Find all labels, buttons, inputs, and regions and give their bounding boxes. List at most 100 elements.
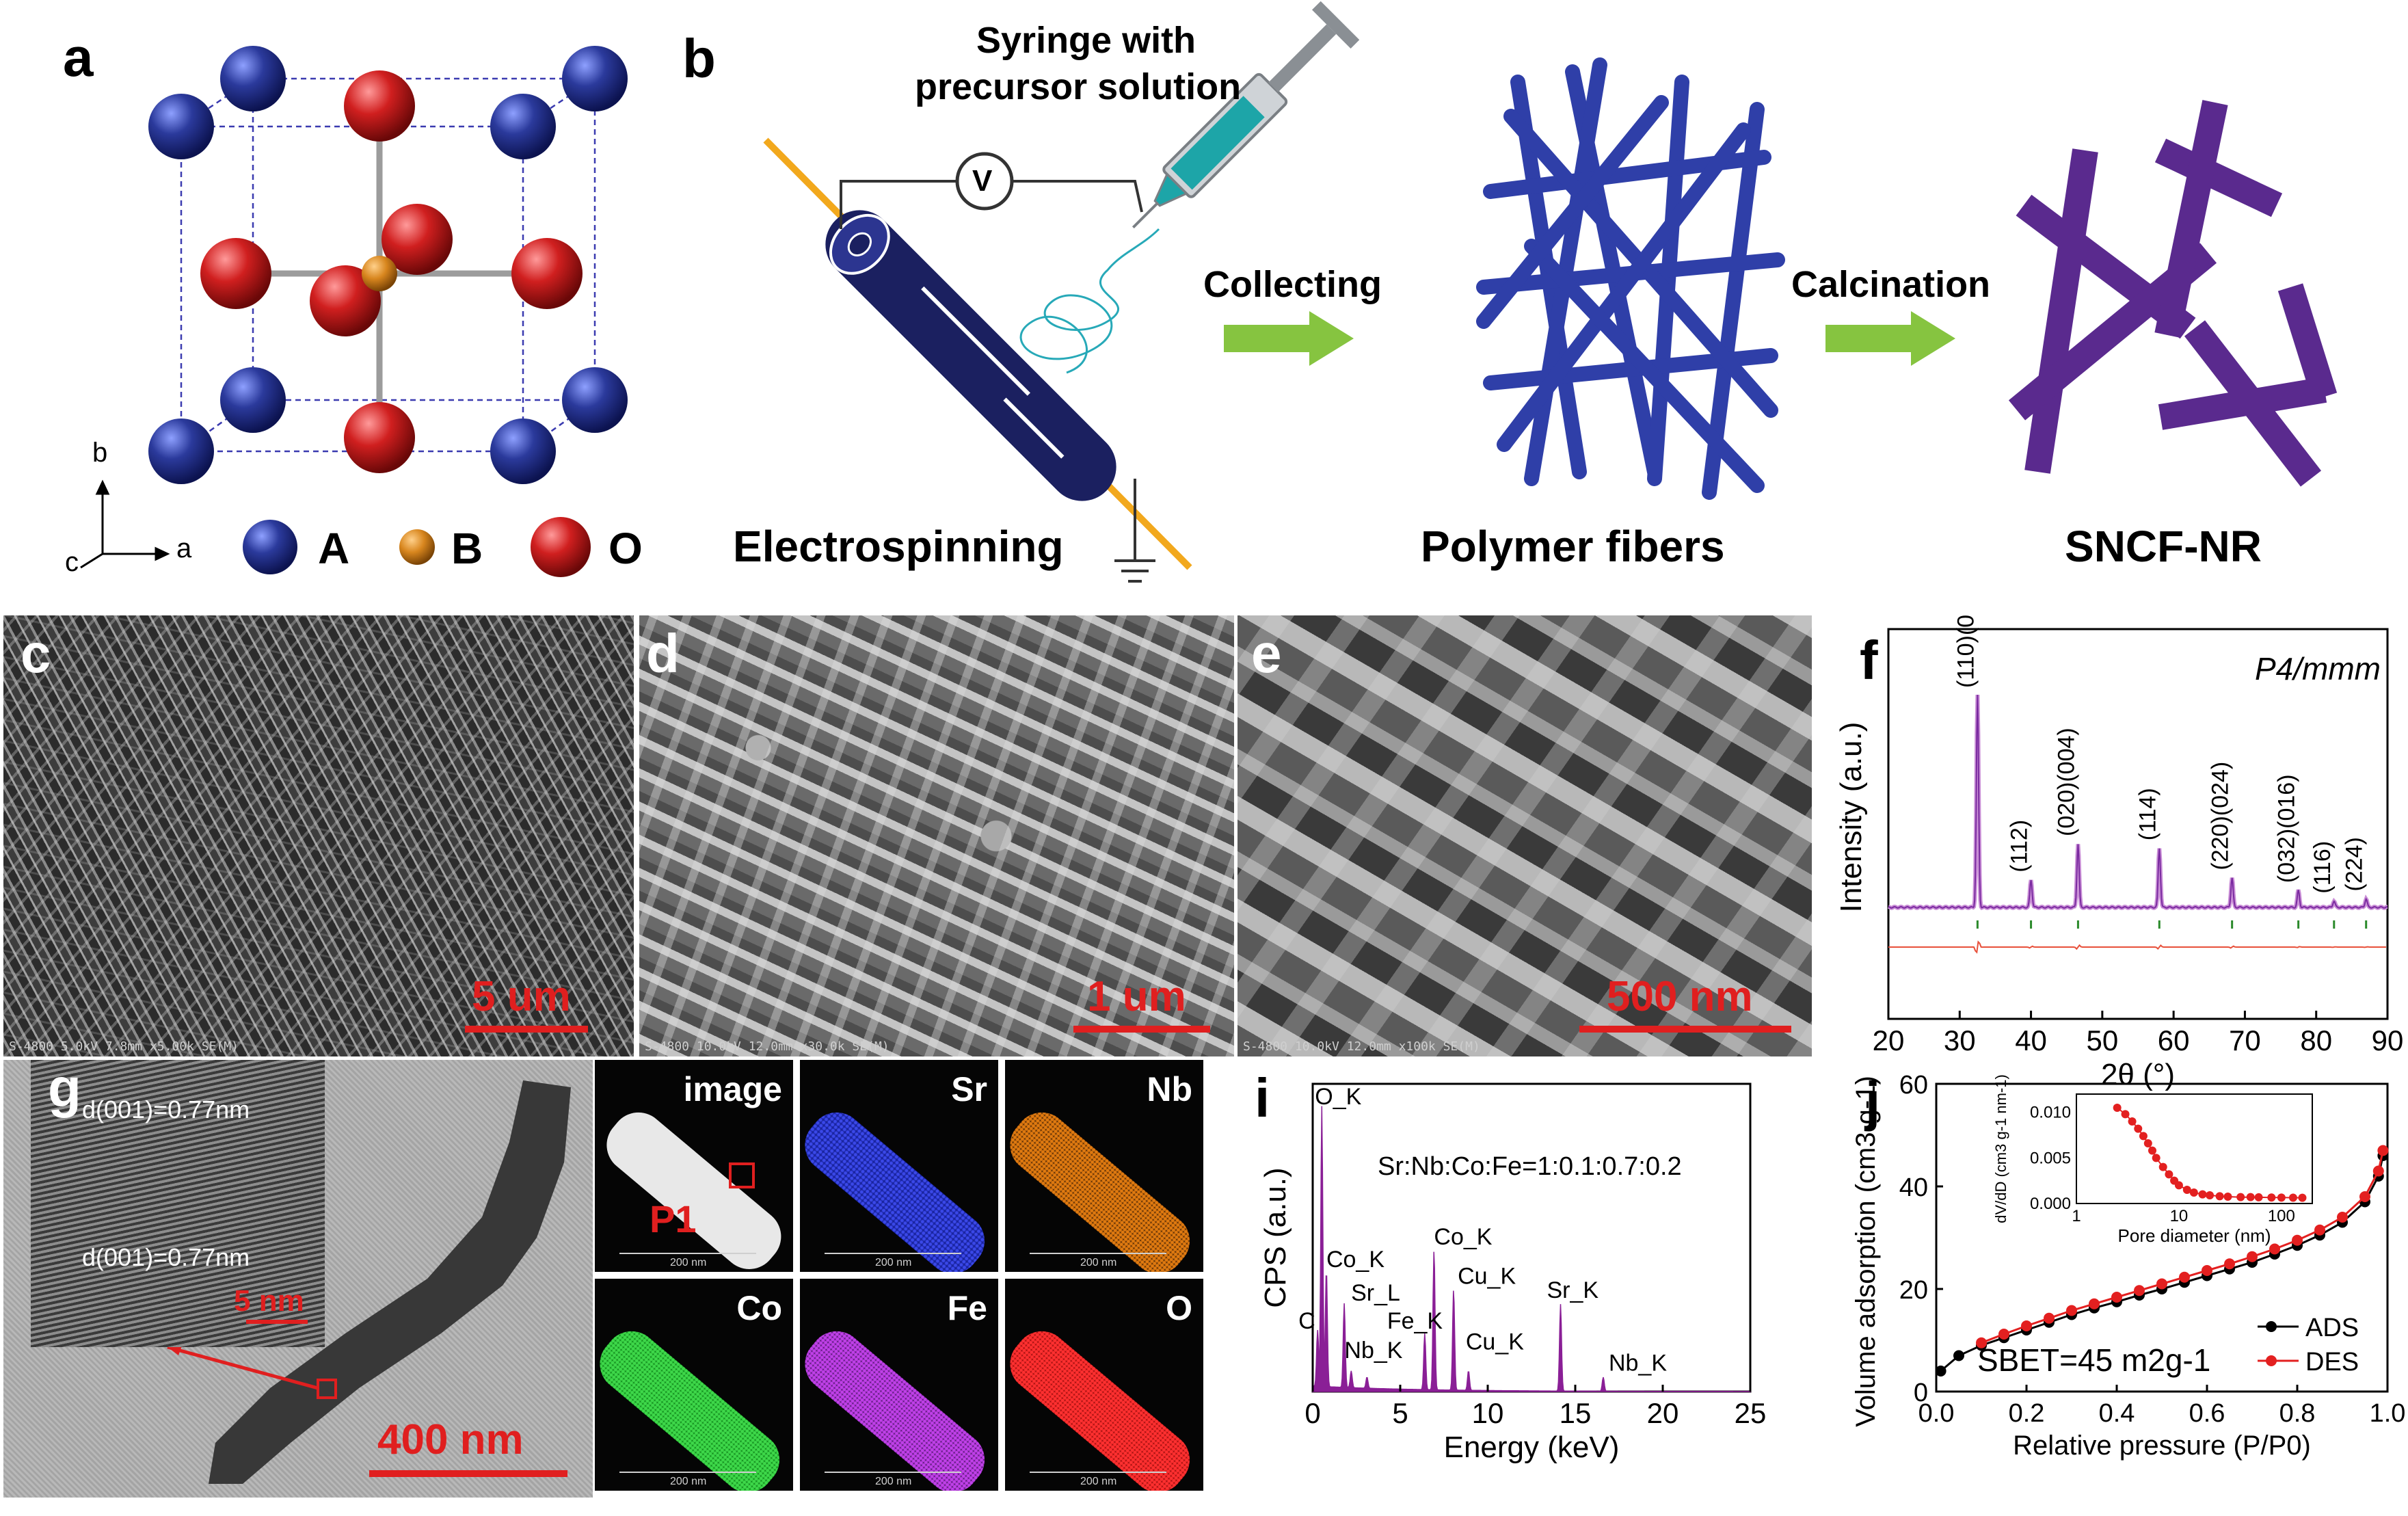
voltmeter-label: V xyxy=(972,164,993,198)
step-polymer-fibers: Polymer fibers xyxy=(1421,522,1725,571)
x-tick-label-2: 0.4 xyxy=(2099,1399,2135,1428)
panel-d-scale-label: 1 um xyxy=(1087,973,1186,1020)
inset-point-4 xyxy=(2139,1132,2148,1141)
panel-d-sem-image: S-4800 10.0kV 12.0mm x30.0k SE(M) xyxy=(639,615,1234,1056)
x-tick-label-2: 40 xyxy=(2015,1024,2047,1056)
x-tick-label-5: 70 xyxy=(2229,1024,2261,1056)
inset-frame xyxy=(2076,1093,2313,1204)
syringe xyxy=(1132,1,1360,229)
point-DES-7 xyxy=(2134,1285,2145,1296)
legend-a-sphere xyxy=(243,520,297,574)
panel-b-letter: b xyxy=(682,28,716,89)
rod-signal xyxy=(800,1320,996,1491)
axis-a-label: a xyxy=(176,533,192,563)
panel-j-letter: j xyxy=(1865,1071,1881,1132)
y-axis-label: Volume adsorption (cm3 g-1) xyxy=(1851,1076,1881,1427)
map-scale-bar xyxy=(619,1472,756,1473)
axes-indicator xyxy=(80,479,170,569)
inset-point-13 xyxy=(2189,1188,2198,1197)
inset-point-16 xyxy=(2215,1192,2224,1201)
x-tick-label-4: 20 xyxy=(1647,1397,1679,1429)
map-tile-o: O 200 nm xyxy=(1005,1279,1203,1491)
map-label-fe: Fe xyxy=(947,1289,987,1327)
step-electrospinning: Electrospinning xyxy=(733,522,1064,571)
inset-point-0 xyxy=(2113,1104,2122,1112)
legend-marker-ADS xyxy=(2266,1321,2277,1332)
voltmeter xyxy=(955,152,1014,211)
peak-label-7: (224) xyxy=(2342,837,2368,891)
inset-point-11 xyxy=(2174,1181,2183,1190)
map-label-o: O xyxy=(1166,1289,1192,1327)
peak-label-0: (110)(012) xyxy=(1953,615,1979,688)
x-tick-label-4: 0.8 xyxy=(2279,1399,2316,1428)
inset-y-tick-0: 0.000 xyxy=(2030,1195,2071,1213)
step-sncf-nr: SNCF-NR xyxy=(2065,522,2262,571)
x-tick-label-0: 20 xyxy=(1873,1024,1905,1056)
inset-x-label: Pore diameter (nm) xyxy=(2118,1225,2271,1246)
x-tick-label-0: 0 xyxy=(1305,1397,1320,1429)
inset-y-label: dV/dD (cm3 g-1 nm-1) xyxy=(1992,1074,2009,1223)
inset-x-tick-0: 1 xyxy=(2072,1207,2081,1225)
map-label-sr: Sr xyxy=(951,1070,987,1108)
syringe-label-line2: precursor solution xyxy=(915,66,1242,107)
arrow-label-calcination: Calcination xyxy=(1791,264,1991,305)
panel-e-scale-bar xyxy=(1579,1026,1791,1033)
legend-label-ADS: ADS xyxy=(2305,1314,2359,1342)
x-tick-label-1: 5 xyxy=(1392,1397,1408,1429)
x-tick-label-3: 0.6 xyxy=(2189,1399,2225,1428)
peak-label-4: (220)(024) xyxy=(2208,762,2234,870)
point-DES-19 xyxy=(2377,1145,2389,1156)
peak-label-1: (112) xyxy=(2007,820,2033,873)
map-scale-label: 200 nm xyxy=(670,1476,707,1487)
inset-point-5 xyxy=(2143,1139,2152,1147)
map-scale-label: 200 nm xyxy=(875,1257,912,1268)
map-tile-co: Co 200 nm xyxy=(595,1279,793,1491)
peak-label-5: Fe_K xyxy=(1387,1308,1443,1334)
map-scale-label: 200 nm xyxy=(1080,1476,1117,1487)
inset-scale-bar xyxy=(246,1320,308,1324)
x-axis-label: Relative pressure (P/P0) xyxy=(2013,1431,2311,1461)
y-tick-label-2: 40 xyxy=(1899,1173,1928,1202)
y-axis-label: CPS (a.u.) xyxy=(1259,1167,1292,1307)
point-DES-4 xyxy=(2066,1305,2077,1316)
panel-e-letter: e xyxy=(1251,623,1282,684)
d-spacing-label-top: d(001)=0.77nm xyxy=(82,1095,250,1123)
map-scale-label: 200 nm xyxy=(670,1257,707,1268)
point-DES-3 xyxy=(2044,1312,2055,1324)
eds-spectrum-chart: CO_KCo_KSr_LFe_KCo_KCu_KCu_KSr_KNb_KNb_K… xyxy=(1259,1082,1766,1464)
panel-d-scale-bar xyxy=(1073,1026,1210,1033)
inset-point-14 xyxy=(2198,1190,2207,1199)
difference-curve xyxy=(1888,940,2386,954)
rod-signal xyxy=(595,1320,791,1491)
point-DES-13 xyxy=(2269,1243,2280,1255)
legend-o-sphere xyxy=(531,517,591,577)
point-DES-10 xyxy=(2202,1265,2212,1276)
point-DES-5 xyxy=(2089,1298,2100,1309)
inset-point-9 xyxy=(2165,1170,2173,1179)
p1-marker xyxy=(729,1162,755,1188)
sem-caption: S-4800 5.0kV 7.8mm x5.00k SE(M) xyxy=(9,1039,239,1054)
panel-i-letter: i xyxy=(1255,1067,1270,1128)
inset-x-tick-1: 10 xyxy=(2170,1207,2189,1225)
peak-label-2: (020)(004) xyxy=(2053,728,2079,836)
map-scale-label: 200 nm xyxy=(875,1476,912,1487)
map-tile-nb: Nb 200 nm xyxy=(1005,1060,1203,1272)
xrd-chart: (110)(012)(112)(020)(004)(114)(220)(024)… xyxy=(1834,615,2403,1091)
point-DES-17 xyxy=(2359,1191,2370,1202)
nanorod-silhouette xyxy=(167,1080,571,1484)
collector-drum xyxy=(825,210,1116,501)
peak-label-2: Co_K xyxy=(1326,1247,1384,1273)
panel-g-scale-label: 400 nm xyxy=(377,1416,524,1463)
unit-cell-diagram xyxy=(80,46,628,577)
inset-point-2 xyxy=(2128,1117,2137,1126)
map-scale-bar xyxy=(619,1253,756,1254)
peak-label-10: Nb_K xyxy=(1609,1351,1667,1377)
map-scale-bar xyxy=(825,1253,961,1254)
point-DES-18 xyxy=(2372,1165,2384,1177)
map-label-co: Co xyxy=(736,1289,782,1327)
x-tick-label-2: 10 xyxy=(1472,1397,1504,1429)
point-DES-11 xyxy=(2224,1258,2235,1270)
sem-caption: S-4800 10.0kV 12.0mm x100k SE(M) xyxy=(1243,1039,1480,1054)
peak-label-1: O_K xyxy=(1315,1084,1361,1110)
panel-d-letter: d xyxy=(646,623,680,684)
